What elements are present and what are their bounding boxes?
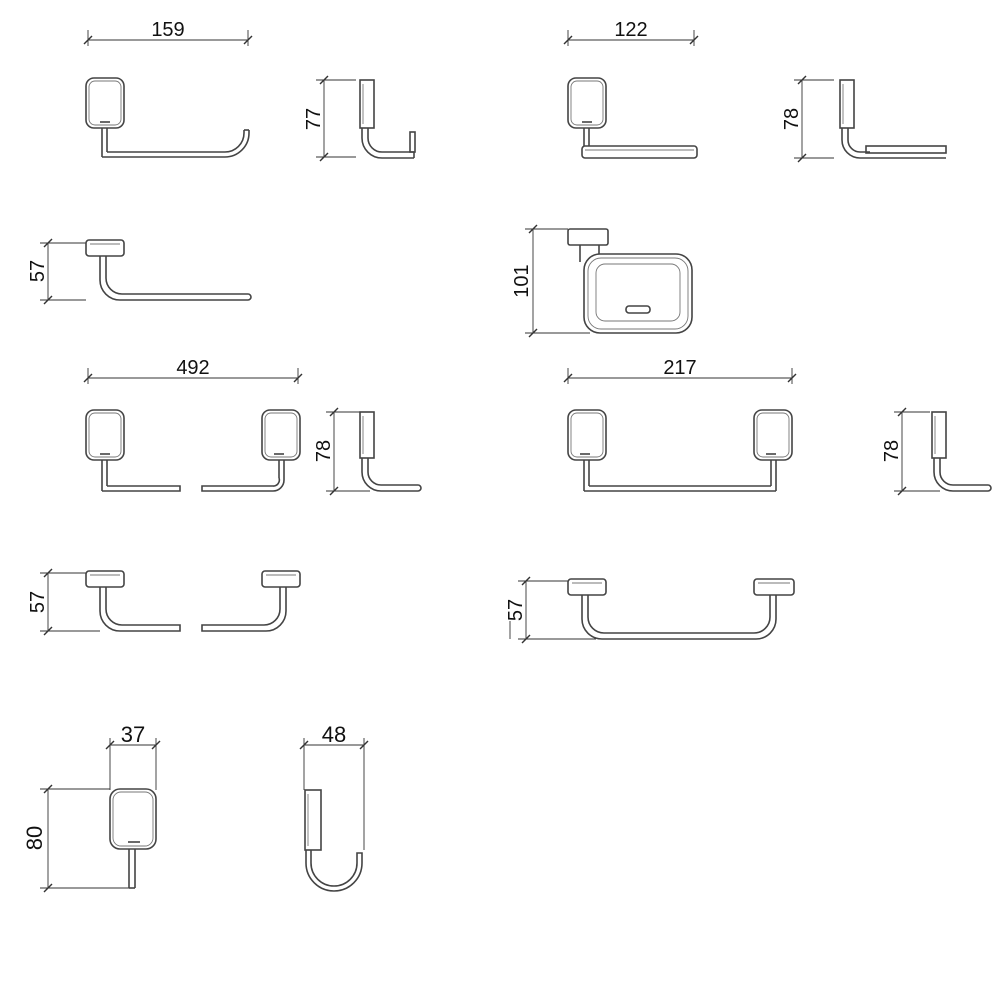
dim-long-towel-bar-width: 492 — [176, 357, 209, 379]
long-towel-bar-front-view: 492 — [83, 357, 303, 492]
dim-short-towel-bar-width: 217 — [663, 357, 696, 379]
long-towel-bar-top-view: 57 — [27, 568, 301, 636]
dim-shelf-height: 78 — [781, 108, 803, 130]
paper-holder-top-view: 57 — [27, 238, 252, 305]
dim-paper-holder-width: 159 — [151, 19, 184, 41]
paper-holder-front-view: 159 — [83, 19, 253, 158]
short-towel-bar-front-view: 217 — [563, 357, 797, 492]
dim-short-towel-bar-height: 78 — [881, 440, 903, 462]
dim-paper-holder-height: 77 — [303, 108, 325, 130]
dim-long-towel-bar-height: 78 — [313, 440, 335, 462]
shelf-front-view: 122 — [563, 19, 699, 159]
dim-soap-dish-depth: 101 — [511, 264, 533, 297]
short-towel-bar-top-view: 57 — [505, 576, 795, 644]
dim-hook-height: 80 — [22, 826, 47, 850]
short-towel-bar-side-view: 78 — [881, 407, 992, 496]
dim-long-towel-bar-depth: 57 — [27, 591, 49, 613]
paper-holder-side-view: 77 — [303, 75, 416, 162]
hook-side-view: 48 — [299, 722, 369, 892]
soap-dish-top-view: 101 — [511, 224, 693, 338]
long-towel-bar-side-view: 78 — [313, 407, 422, 496]
shelf-side-view: 78 — [781, 75, 947, 163]
dim-hook-width: 37 — [121, 722, 145, 747]
dim-shelf-width: 122 — [614, 19, 647, 41]
dim-short-towel-bar-depth: 57 — [505, 599, 527, 621]
hook-front-view: 37 80 — [22, 722, 161, 893]
dim-hook-side-width: 48 — [322, 722, 346, 747]
dim-paper-holder-depth: 57 — [27, 260, 49, 282]
